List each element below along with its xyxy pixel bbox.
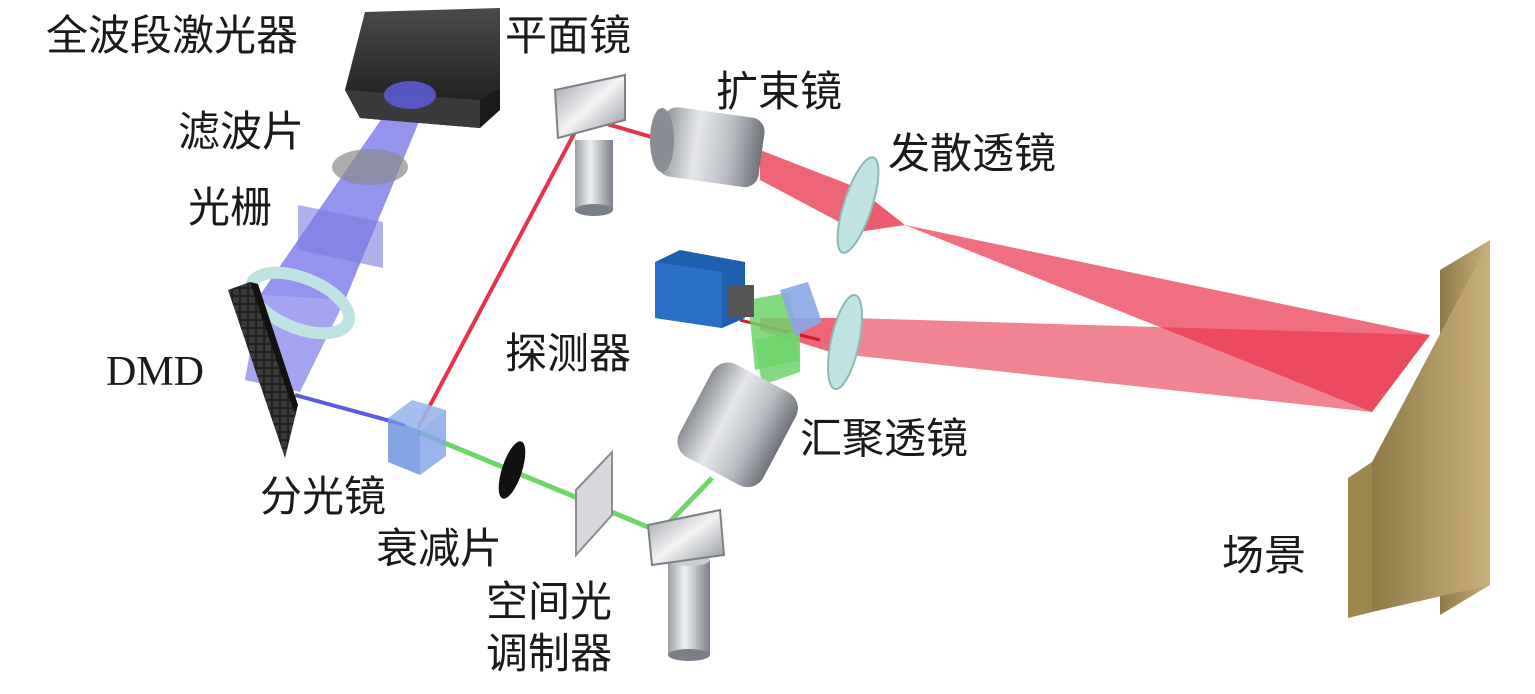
beamsplitter-cube [388, 400, 446, 475]
dmd-device [228, 282, 298, 458]
attenuator-disc [498, 441, 526, 499]
converging-lens [827, 293, 863, 391]
red-beam-paths [416, 115, 1430, 429]
label-detector: 探测器 [505, 329, 632, 378]
objective-lens-lower [677, 362, 798, 488]
label-filter: 滤波片 [178, 107, 305, 156]
detector-camera [655, 250, 822, 336]
label-diverging-lens: 发散透镜 [888, 129, 1057, 178]
plane-mirror [553, 73, 626, 216]
label-scene: 场景 [1222, 531, 1307, 580]
laser-source [345, 8, 500, 128]
label-converging-lens: 汇聚透镜 [800, 414, 969, 463]
spatial-light-modulator [575, 449, 613, 558]
grating [298, 205, 383, 268]
label-dmd: DMD [106, 349, 205, 395]
label-beamsplitter: 分光镜 [260, 472, 387, 521]
bottom-mirror [646, 508, 726, 661]
label-beam-expander: 扩束镜 [716, 67, 843, 116]
label-laser: 全波段激光器 [46, 11, 299, 60]
label-grating: 光栅 [188, 183, 273, 232]
diverging-lens [836, 156, 880, 254]
label-slm-line2: 调制器 [486, 629, 613, 678]
label-slm-line1: 空间光 [486, 577, 613, 626]
scene-board [1348, 240, 1490, 618]
filter-plate [332, 149, 408, 185]
label-attenuator: 衰减片 [376, 524, 503, 573]
beam-expander [650, 107, 765, 188]
label-plane-mirror: 平面镜 [505, 11, 632, 60]
